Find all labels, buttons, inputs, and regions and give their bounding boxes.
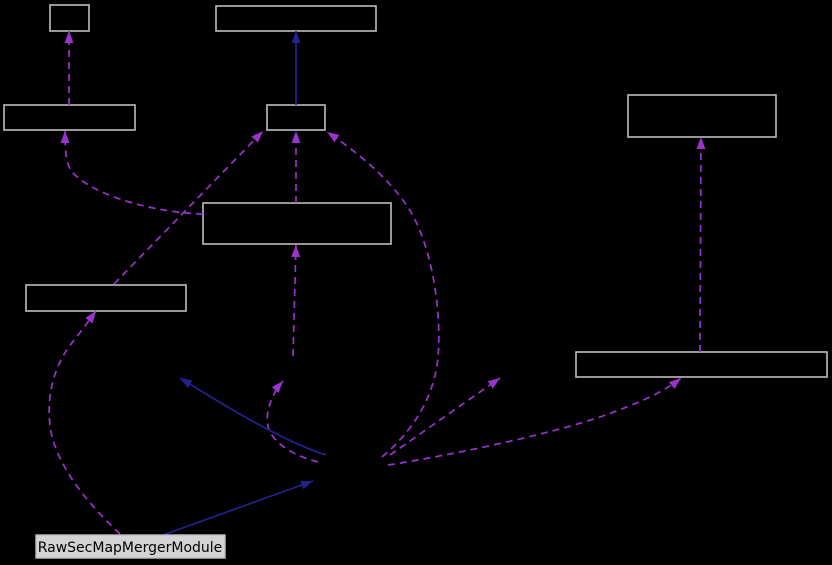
edge-hub-to-hiddenright: [389, 377, 501, 456]
edge-centerlarge-to-leftmid: [60, 130, 204, 215]
top-left-node[interactable]: [49, 4, 90, 32]
left-mid-node[interactable]: [3, 104, 136, 131]
edge-hub-to-uppercenter: [326, 131, 440, 458]
top-center-node[interactable]: [215, 5, 377, 32]
edge-merger-to-hub: [162, 480, 314, 536]
edge-rightlower-to-rightupper: [696, 136, 706, 353]
edge-hiddencenter-to-centerlarge: [291, 244, 301, 357]
merger-module-node[interactable]: RawSecMapMergerModule: [35, 534, 226, 559]
merger-module-box[interactable]: [35, 534, 226, 559]
center-large-node[interactable]: [202, 202, 392, 245]
merger-module-label: RawSecMapMergerModule: [38, 540, 223, 556]
edge-merger-to-leftlower: [48, 310, 121, 535]
right-lower-node[interactable]: [575, 351, 828, 378]
upper-center-node[interactable]: [266, 104, 326, 131]
edge-hub-to-hiddenleft: [179, 377, 327, 456]
left-lower-node[interactable]: [25, 284, 187, 312]
edge-hub-to-rightlower: [387, 377, 682, 466]
right-upper-node[interactable]: [627, 94, 777, 138]
